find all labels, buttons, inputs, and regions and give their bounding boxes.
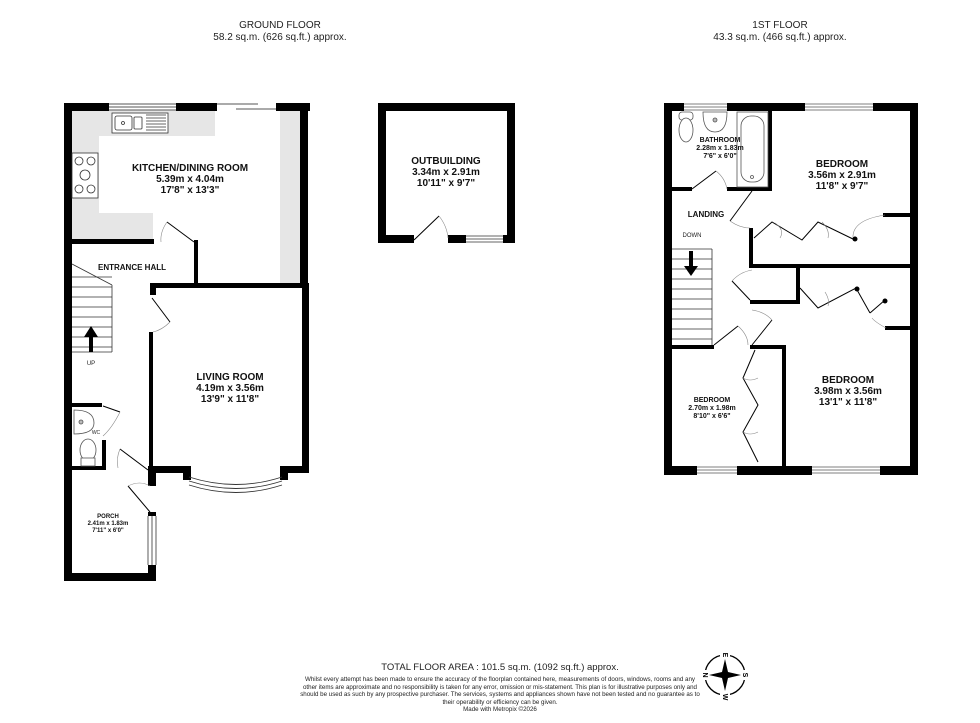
room-label-entrance-hall: ENTRANCE HALL xyxy=(98,263,166,272)
room-label-bedroom-3: BEDROOM 2.70m x 1.98m 8'10" x 6'6" xyxy=(688,397,736,420)
room-label-bedroom-1: BEDROOM 3.56m x 2.91m 11'8" x 9'7" xyxy=(808,159,876,192)
compass-e: E xyxy=(721,653,728,658)
ground-floor-area: 58.2 sq.m. (626 sq.ft.) approx. xyxy=(213,32,347,43)
first-floor-stairs xyxy=(672,248,713,345)
stairs-down-arrow-icon xyxy=(684,251,698,276)
compass-icon: E S W N xyxy=(700,650,749,701)
room-label-bathroom: BATHROOM 2.28m x 1.83m 7'6" x 6'0" xyxy=(696,137,744,160)
footer: TOTAL FLOOR AREA : 101.5 sq.m. (1092 sq.… xyxy=(300,662,700,714)
room-label-landing: LANDING xyxy=(687,210,725,219)
kitchen-hob-icon xyxy=(71,152,99,199)
kitchen-counter-right xyxy=(280,110,300,285)
credit-text: Made with Metropix ©2026 xyxy=(463,706,537,714)
first-floor-title: 1ST FLOOR xyxy=(752,20,808,31)
bath-icon xyxy=(736,111,769,188)
compass-n: N xyxy=(701,672,708,677)
compass-s: S xyxy=(741,673,748,678)
outbuilding-plan xyxy=(378,103,515,243)
living-room-bay-window xyxy=(188,476,283,493)
first-floor-plan xyxy=(664,103,918,475)
first-floor-area: 43.3 sq.m. (466 sq.ft.) approx. xyxy=(713,32,847,43)
ground-floor-plan xyxy=(64,103,310,581)
room-label-porch: PORCH 2.41m x 1.83m 7'11" x 6'0" xyxy=(87,514,129,534)
bathroom-basin-icon xyxy=(702,111,728,133)
compass-w: W xyxy=(721,694,728,701)
kitchen-sink-icon xyxy=(111,112,169,134)
room-label-living-room: LIVING ROOM 4.19m x 3.56m 13'9" x 11'8" xyxy=(196,372,264,405)
ground-floor-title: GROUND FLOOR xyxy=(239,20,321,31)
wc-basin-icon xyxy=(73,409,95,435)
stairs-up-label: UP xyxy=(86,361,96,367)
bathroom-toilet-icon xyxy=(678,111,694,143)
wc-toilet-icon xyxy=(79,438,97,467)
kitchen-counter-bottom xyxy=(71,213,153,242)
room-label-kitchen: KITCHEN/DINING ROOM 5.39m x 4.04m 17'8" … xyxy=(131,163,249,196)
first-floor-header: 1ST FLOOR 43.3 sq.m. (466 sq.ft.) approx… xyxy=(680,20,880,44)
stairs-down-label: DOWN xyxy=(682,233,702,239)
room-label-outbuilding: OUTBUILDING 3.34m x 2.91m 10'11" x 9'7" xyxy=(411,156,481,189)
total-floor-area: TOTAL FLOOR AREA : 101.5 sq.m. (1092 sq.… xyxy=(381,662,619,673)
ground-floor-header: GROUND FLOOR 58.2 sq.m. (626 sq.ft.) app… xyxy=(180,20,380,44)
stairs-up-arrow-icon xyxy=(84,326,98,352)
room-label-bedroom-2: BEDROOM 3.98m x 3.56m 13'1" x 11'8" xyxy=(814,375,882,408)
room-label-wc: WC xyxy=(91,430,101,436)
disclaimer-text: Whilst every attempt has been made to en… xyxy=(300,676,700,706)
